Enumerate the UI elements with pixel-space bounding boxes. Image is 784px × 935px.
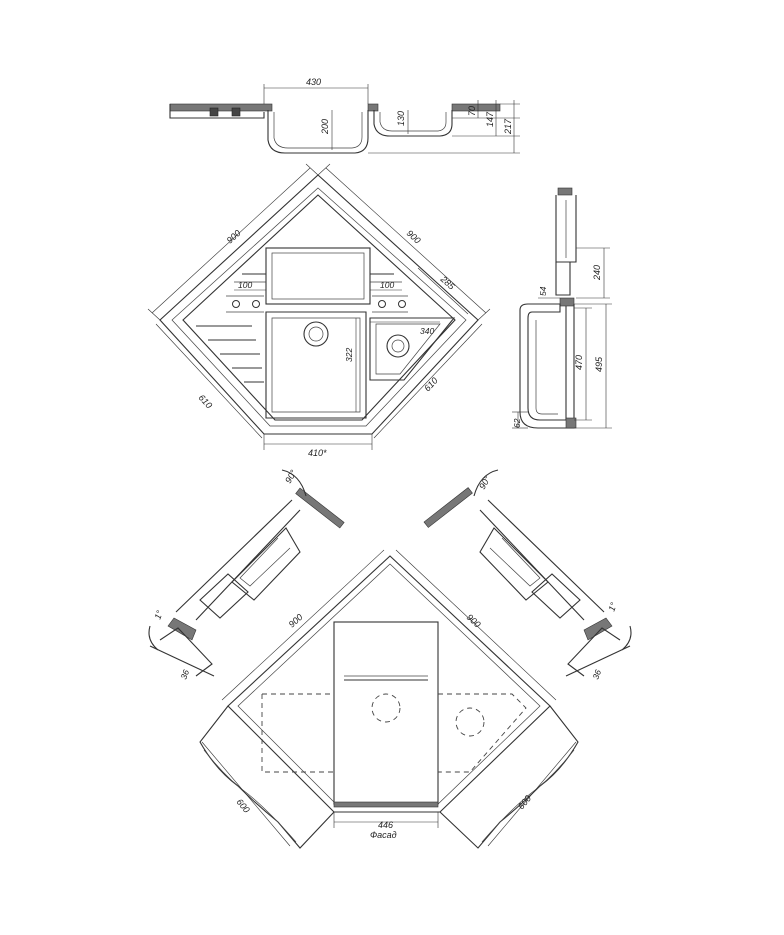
dim-130: 130 (396, 111, 406, 126)
right-installation-section: 90° 1° 36 (423, 469, 632, 681)
dim-610-right: 610 (422, 376, 440, 394)
tilt-1-right: 1° (606, 601, 618, 613)
dim-900-cab-right: 900 (465, 612, 483, 629)
dim-495: 495 (594, 356, 604, 372)
dim-217: 217 (503, 118, 513, 135)
left-installation-section: 90° 1° 36 (148, 468, 345, 681)
dim-900-left: 900 (225, 228, 243, 245)
tilt-1-left: 1° (152, 609, 164, 621)
dim-54: 54 (538, 286, 548, 296)
dim-446: 446 (378, 820, 393, 830)
facade-label: Фасад (370, 830, 397, 840)
dim-100-left: 100 (238, 280, 252, 290)
angle-90-right: 90° (477, 474, 493, 491)
dim-470: 470 (574, 355, 584, 370)
dim-62: 62 (512, 418, 522, 428)
dim-70: 70 (467, 106, 477, 116)
dim-36-right: 36 (590, 668, 603, 681)
dim-340: 340 (420, 326, 434, 336)
dim-900-cab-left: 900 (287, 612, 305, 629)
dim-322: 322 (344, 348, 354, 362)
dim-240: 240 (592, 265, 602, 281)
plan-view: 100 100 340 322 410* 900 900 610 610 285 (147, 163, 491, 458)
top-section-view: 430 200 130 70 147 217 (169, 77, 520, 154)
dim-610-left: 610 (197, 393, 215, 411)
dim-900-right: 900 (405, 228, 423, 245)
dim-410: 410* (308, 448, 327, 458)
dim-430: 430 (306, 77, 321, 87)
dim-600-left: 600 (234, 797, 251, 815)
dim-200: 200 (320, 119, 330, 135)
dim-100-right: 100 (380, 280, 394, 290)
dim-147: 147 (485, 111, 495, 127)
dim-36-left: 36 (178, 668, 191, 681)
side-section-view: 240 54 470 495 62 (512, 187, 612, 429)
